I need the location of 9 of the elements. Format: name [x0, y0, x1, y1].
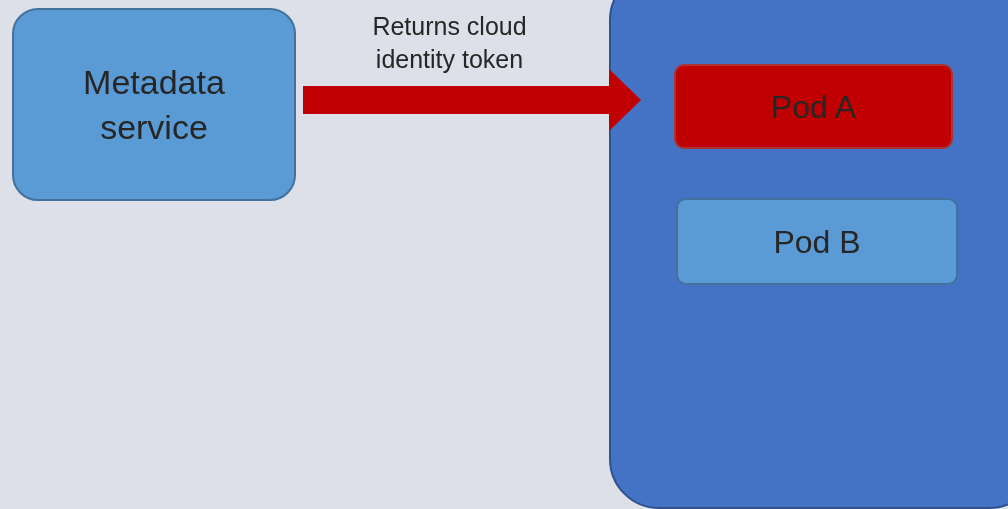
node-label: Pod A — [769, 87, 858, 127]
arrow — [303, 69, 641, 131]
node-label: Pod B — [772, 222, 862, 262]
process-box — [12, 8, 296, 201]
pod-box — [674, 64, 953, 149]
edge-label: Returns cloud identity token — [371, 11, 528, 75]
pod-box — [676, 198, 958, 285]
node-panel — [609, 0, 1008, 509]
node-label: Metadata service — [82, 62, 226, 148]
